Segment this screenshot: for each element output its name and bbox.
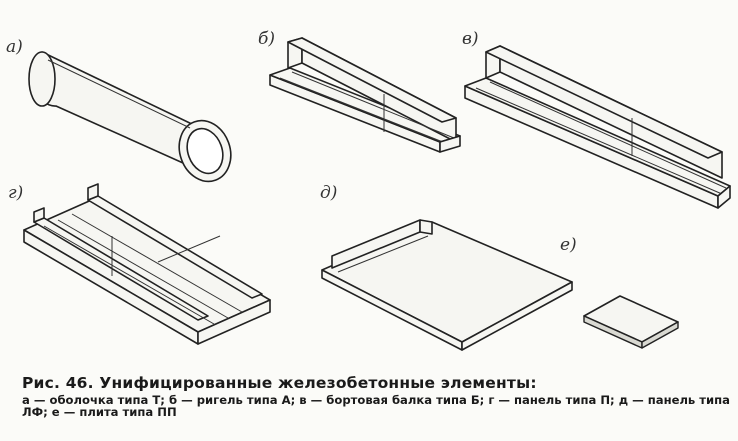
figure-illustration: а) б) в) г) д) е)	[6, 29, 731, 351]
element-a-shell-pipe	[28, 51, 232, 183]
element-b-crossbar	[269, 37, 461, 153]
label-g: г)	[8, 183, 23, 203]
element-v-edge-beam	[464, 45, 731, 209]
label-d: д)	[320, 183, 337, 203]
label-v: в)	[462, 29, 479, 49]
caption-text: а — оболочка типа Т; б — ригель типа А; …	[22, 393, 730, 419]
caption-title: Рис. 46. Унифицированные железобетонные …	[22, 374, 537, 392]
figure-caption: Рис. 46. Унифицированные железобетонные …	[22, 374, 734, 418]
label-a: а)	[6, 37, 23, 57]
element-e-slab-pp	[583, 295, 679, 349]
label-e: е)	[560, 235, 577, 255]
label-b: б)	[258, 29, 275, 49]
element-g-ribbed-panel	[23, 183, 271, 345]
element-d-panel-lf	[321, 219, 573, 351]
